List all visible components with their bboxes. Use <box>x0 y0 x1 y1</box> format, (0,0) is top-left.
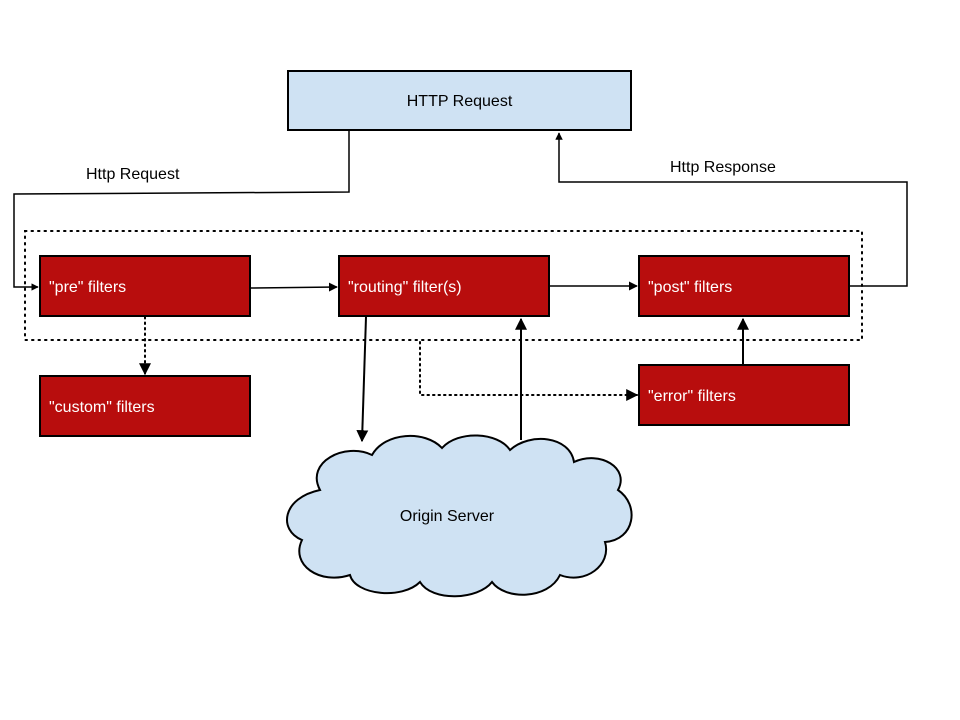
edge-request-to-pre-filters <box>13 131 350 291</box>
error-filters-node: "error" filters <box>638 364 850 426</box>
error-filters-box <box>638 364 850 426</box>
http-request-edge-label: Http Request <box>86 166 180 183</box>
routing-filters-node: "routing" filter(s) <box>338 255 550 317</box>
http-response-edge-label: Http Response <box>670 159 776 176</box>
error-filters-label: "error" filters <box>648 388 736 405</box>
post-filters-label: "post" filters <box>648 279 732 296</box>
custom-filters-box <box>39 375 251 437</box>
edge-post-to-http-request <box>555 132 908 287</box>
edge-pre-to-routing <box>250 282 338 292</box>
routing-filters-label: "routing" filter(s) <box>348 279 462 296</box>
edge-group-to-error-dotted <box>419 341 639 401</box>
post-filters-node: "post" filters <box>638 255 850 317</box>
http-request-node: HTTP Request <box>287 70 632 131</box>
pre-filters-box <box>39 255 251 317</box>
routing-filters-box <box>338 255 550 317</box>
origin-server-label: Origin Server <box>400 508 495 525</box>
post-filters-box <box>638 255 850 317</box>
origin-server-cloud <box>286 434 633 598</box>
pre-filters-label: "pre" filters <box>49 279 126 296</box>
http-request-box-label: HTTP Request <box>407 93 513 110</box>
pre-filters-node: "pre" filters <box>39 255 251 317</box>
edge-routing-to-origin-server <box>356 316 369 443</box>
custom-filters-label: "custom" filters <box>49 399 155 416</box>
custom-filters-node: "custom" filters <box>39 375 251 437</box>
origin-server-node: Origin Server <box>286 434 633 598</box>
http-request-box <box>287 70 632 131</box>
